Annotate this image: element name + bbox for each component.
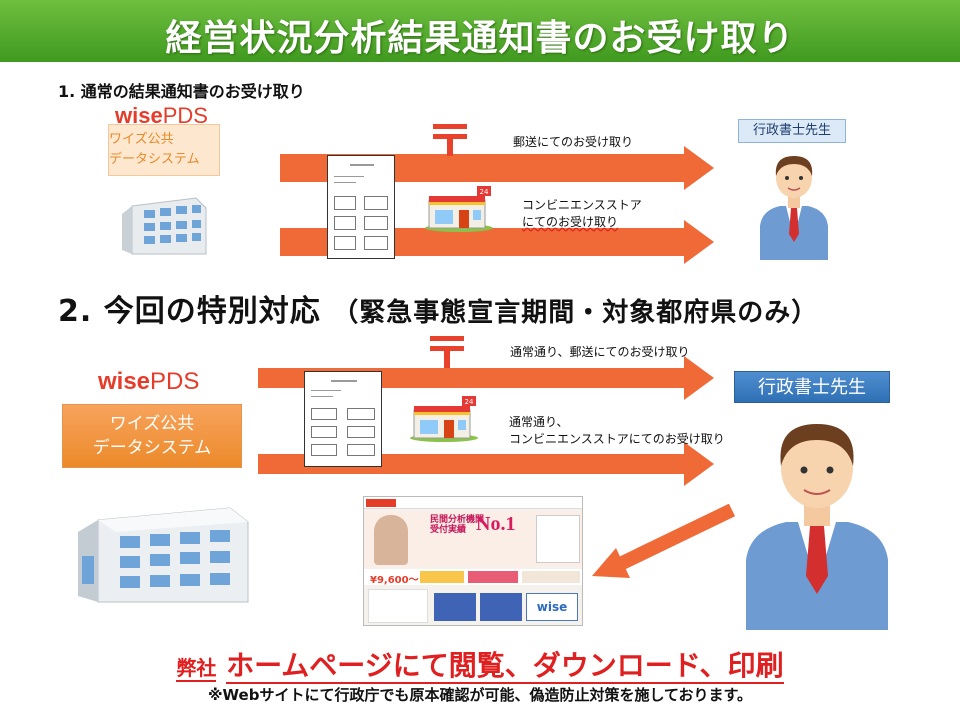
mail-arrow-head-1	[684, 146, 714, 190]
section2-title: 2. 今回の特別対応 （緊急事態宣言期間・対象都府県のみ）	[58, 294, 819, 329]
convenience-store-icon: 24	[425, 186, 493, 232]
footer-headline: 弊社 ホームページにて閲覧、ダウンロード、印刷	[176, 649, 784, 684]
company-box-1: ワイズ公共 データシステム	[108, 124, 220, 176]
office-building-icon	[122, 197, 207, 255]
post-mark-icon	[433, 124, 467, 156]
website-price: ¥9,600～	[370, 575, 419, 586]
office-building-icon	[78, 507, 249, 603]
convenience-store-icon: 24	[410, 396, 478, 442]
recipient-box-2: 行政書士先生	[734, 371, 890, 403]
businessman-icon	[760, 156, 828, 260]
section1-title: 1. 通常の結果通知書のお受け取り	[58, 82, 305, 101]
website-headline: 民間分析機関受付実績	[430, 515, 485, 535]
company-box-2: ワイズ公共 データシステム	[62, 404, 242, 468]
wisepds-logo-1: wisePDS	[115, 103, 208, 128]
page-title: 経営状況分析結果通知書のお受け取り	[165, 18, 795, 59]
conv-arrow-head-1	[684, 220, 714, 264]
wisepds-logo-2: wisePDS	[98, 368, 200, 395]
website-screenshot: 民間分析機関受付実績 No.1 ¥9,600～ wise	[363, 496, 583, 626]
company-name-line2: データシステム	[92, 438, 212, 458]
store-badge: 24	[465, 398, 474, 406]
conv-label-1: コンビニエンスストア にてのお受け取り	[522, 198, 642, 229]
title-banner	[0, 0, 960, 62]
company-name-line1: ワイズ公共	[109, 132, 174, 147]
mail-label-1: 郵送にてのお受け取り	[513, 135, 634, 149]
footer-note: ※Webサイトにて行政庁でも原本確認が可能、偽造防止対策を施しております。	[207, 686, 753, 704]
website-brand: wise	[526, 593, 578, 621]
website-rank: No.1	[476, 513, 516, 535]
mail-label-2: 通常通り、郵送にてのお受け取り	[510, 345, 690, 359]
company-name-line2: データシステム	[109, 152, 200, 167]
conv-label-2: 通常通り、 コンビニエンスストアにてのお受け取り	[509, 415, 725, 446]
store-badge: 24	[480, 188, 489, 196]
company-name-line1: ワイズ公共	[109, 414, 195, 434]
web-arrow	[592, 504, 736, 578]
mail-arrow-head-2	[684, 356, 714, 400]
businessman-icon	[746, 424, 888, 630]
document-icon	[327, 155, 395, 259]
document-icon	[304, 371, 382, 467]
recipient-box-1: 行政書士先生	[738, 119, 846, 143]
post-mark-icon	[430, 336, 464, 368]
conv-arrow-head-2	[684, 442, 714, 486]
